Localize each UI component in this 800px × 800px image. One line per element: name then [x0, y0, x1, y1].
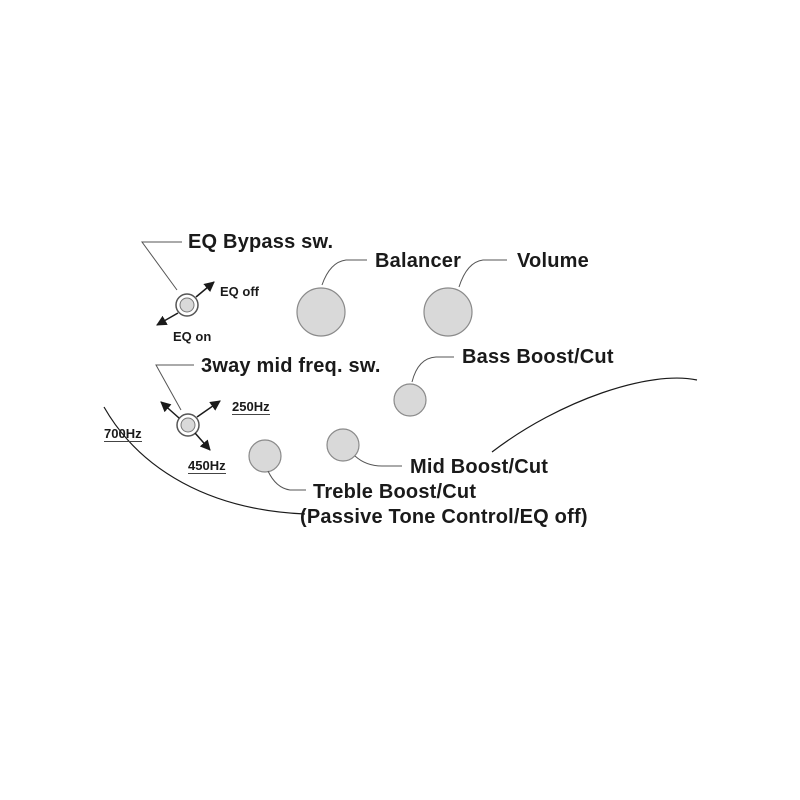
bass-leader: [411, 356, 454, 383]
eq-on-arrow: [156, 312, 179, 326]
balancer-knob[interactable]: [296, 287, 346, 337]
freq-700-arrow: [160, 401, 180, 419]
freq-700-label: 700Hz: [104, 426, 142, 442]
volume-knob[interactable]: [423, 287, 473, 337]
eq-off-arrow: [195, 281, 215, 298]
balancer-leader: [321, 259, 367, 286]
mid-boost-label: Mid Boost/Cut: [410, 456, 549, 478]
eq-bypass-switch[interactable]: [175, 293, 199, 317]
treble-knob[interactable]: [248, 439, 282, 473]
mid-freq-switch-label: 3way mid freq. sw.: [201, 355, 381, 377]
bass-label: Bass Boost/Cut: [462, 346, 614, 368]
mid-freq-leader: [155, 364, 194, 411]
treble-label: Treble Boost/Cut: [313, 481, 477, 503]
eq-bypass-leader: [141, 241, 182, 291]
eq-on-label: EQ on: [173, 329, 212, 344]
mid-knob[interactable]: [326, 428, 360, 462]
eq-off-label: EQ off: [220, 284, 259, 299]
balancer-label: Balancer: [375, 250, 462, 272]
mid-freq-switch[interactable]: [176, 413, 200, 437]
body-outline-left: [103, 406, 306, 515]
eq-bypass-label: EQ Bypass sw.: [188, 231, 334, 253]
treble-leader: [267, 470, 306, 491]
treble-note-label: (Passive Tone Control/EQ off): [300, 506, 588, 528]
volume-label: Volume: [517, 250, 589, 272]
freq-250-label: 250Hz: [232, 399, 270, 415]
freq-450-label: 450Hz: [188, 458, 226, 474]
body-outline-right: [491, 377, 698, 453]
freq-250-arrow: [196, 400, 221, 418]
freq-450-arrow: [194, 432, 211, 451]
volume-leader: [458, 259, 507, 288]
bass-knob[interactable]: [393, 383, 427, 417]
mid-leader: [354, 455, 402, 467]
